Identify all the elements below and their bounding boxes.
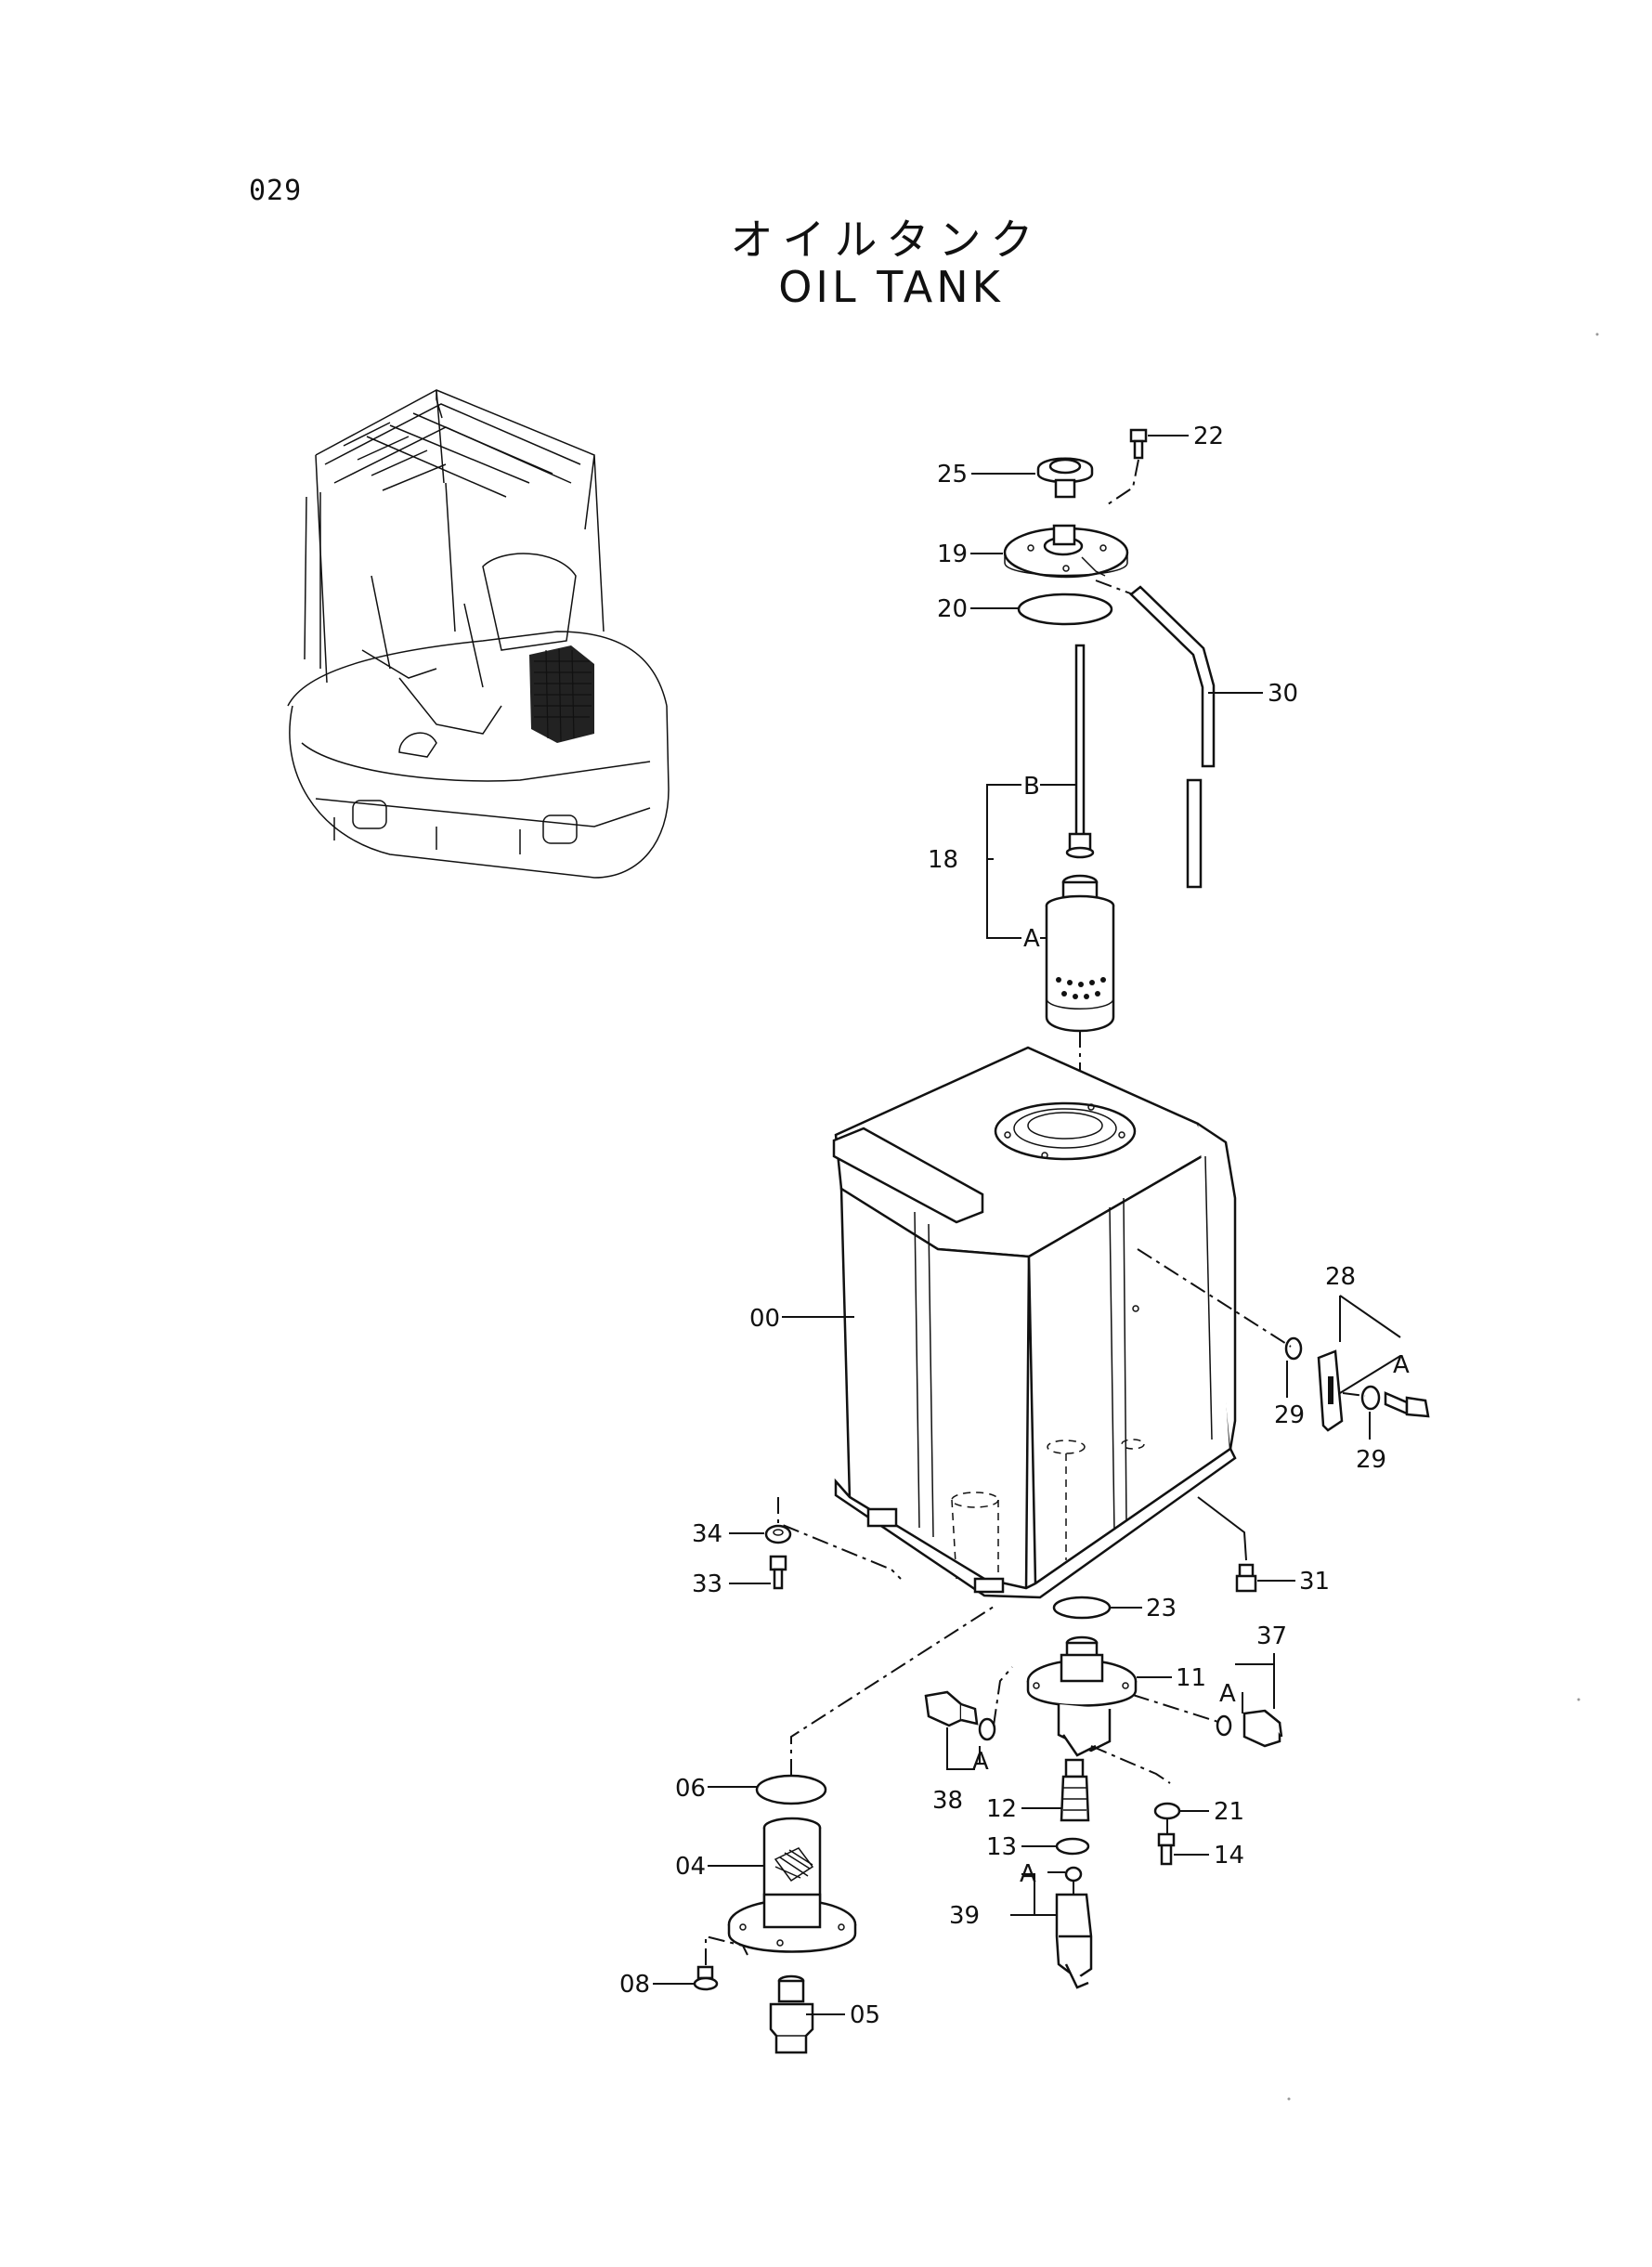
- part-28-level-gauge: [1284, 1336, 1430, 1432]
- callout-08: 08: [619, 1971, 650, 1999]
- callout-29-right: 29: [1356, 1446, 1386, 1474]
- callout-29-left: 29: [1274, 1401, 1305, 1429]
- page-number: 029: [249, 175, 303, 207]
- callout-12: 12: [986, 1795, 1017, 1823]
- sub-label-39-a: A: [1020, 1860, 1036, 1888]
- callout-23: 23: [1146, 1595, 1177, 1622]
- part-31-drain-plug: [1235, 1563, 1257, 1593]
- part-05-fitting: [769, 1974, 814, 2054]
- callout-34: 34: [692, 1520, 722, 1548]
- oil-tank-location-highlight: [529, 645, 594, 743]
- excavator-location-icon: [287, 389, 670, 879]
- callout-00: 00: [749, 1305, 780, 1333]
- part-25-cap: [1036, 457, 1094, 499]
- callout-38: 38: [932, 1787, 963, 1815]
- callout-14: 14: [1214, 1842, 1244, 1870]
- part-14-bolt: [1157, 1832, 1176, 1866]
- sub-label-28-a: A: [1393, 1351, 1410, 1379]
- part-18-strainer-assembly: [1045, 644, 1115, 1033]
- callout-33: 33: [692, 1570, 722, 1598]
- callout-18: 18: [928, 846, 958, 874]
- part-33-bolt: [769, 1555, 787, 1590]
- part-34-washer: [764, 1524, 792, 1544]
- part-22-bolt: [1129, 428, 1148, 460]
- callout-05: 05: [850, 2001, 880, 2029]
- title-english: OIL TANK: [778, 262, 1004, 312]
- part-04-suction-filter: [727, 1817, 857, 1953]
- sub-label-38-a: A: [972, 1748, 989, 1776]
- callout-04: 04: [675, 1853, 706, 1881]
- part-12-fitting: [1060, 1758, 1090, 1822]
- callout-19: 19: [937, 541, 968, 568]
- part-30-breather-hose: [1129, 585, 1216, 889]
- part-39-elbow: [1055, 1866, 1093, 1989]
- part-23-o-ring: [1052, 1596, 1112, 1620]
- callout-22: 22: [1193, 423, 1224, 450]
- part-21-washer: [1153, 1802, 1181, 1820]
- sub-label-18-b: B: [1023, 773, 1040, 801]
- callout-11: 11: [1176, 1664, 1206, 1692]
- part-37-adapter: [1216, 1709, 1283, 1748]
- part-13-clamp: [1055, 1837, 1090, 1856]
- callout-37: 37: [1256, 1622, 1287, 1650]
- part-20-o-ring: [1017, 593, 1113, 626]
- oil-tank-icon: [832, 1046, 1237, 1599]
- part-08-bolt: [693, 1965, 719, 1991]
- sub-label-37-a: A: [1219, 1680, 1236, 1708]
- part-38-adapter: [924, 1690, 996, 1741]
- callout-labels: 00 04 05 06 08 11 12 13 14 18 19 20 21 2…: [619, 423, 1410, 2029]
- callout-30: 30: [1268, 680, 1298, 708]
- callout-13: 13: [986, 1833, 1017, 1861]
- callout-31: 31: [1299, 1568, 1330, 1596]
- callout-20: 20: [937, 595, 968, 623]
- sub-label-18-a: A: [1023, 925, 1040, 953]
- strainer-perforations: [1056, 977, 1106, 999]
- title-japanese: オイルタンク: [730, 215, 1043, 265]
- part-06-o-ring: [755, 1774, 827, 1805]
- part-11-suction-flange: [1026, 1635, 1138, 1757]
- callout-06: 06: [675, 1775, 706, 1803]
- callout-21: 21: [1214, 1798, 1244, 1826]
- callout-28: 28: [1325, 1263, 1356, 1291]
- callout-25: 25: [937, 461, 968, 489]
- part-19-cover-plate: [1003, 524, 1129, 579]
- callout-39: 39: [949, 1902, 980, 1930]
